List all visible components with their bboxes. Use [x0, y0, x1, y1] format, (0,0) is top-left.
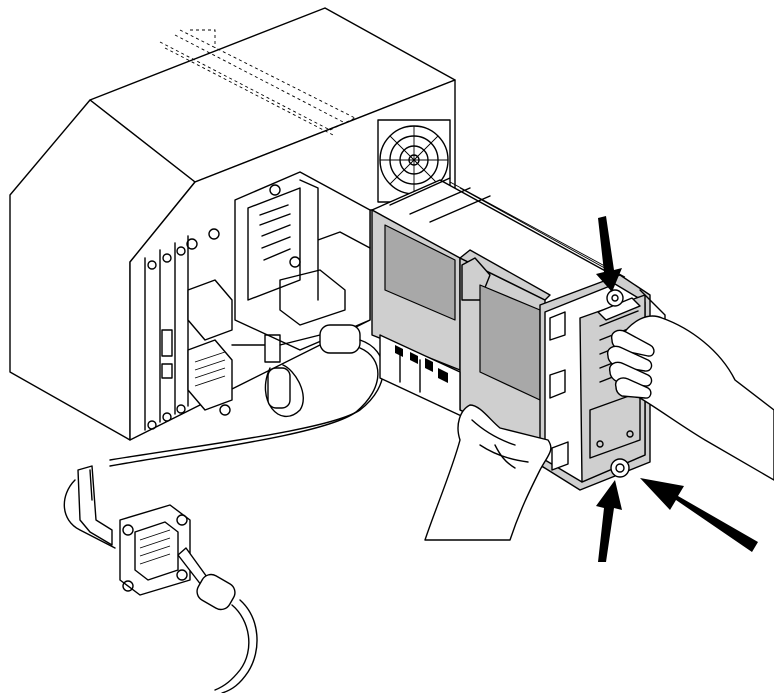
arrow-bottom-diagonal [640, 478, 758, 552]
arrow-bottom-up [596, 480, 622, 562]
rear-io-panels [144, 228, 233, 431]
detached-scsi-cable [63, 465, 258, 693]
right-hand [607, 315, 774, 481]
fan-grille [377, 119, 451, 203]
arrow-top [596, 216, 622, 292]
connected-cable [109, 324, 384, 467]
left-hand [424, 404, 552, 541]
power-supply-bay [234, 171, 371, 351]
